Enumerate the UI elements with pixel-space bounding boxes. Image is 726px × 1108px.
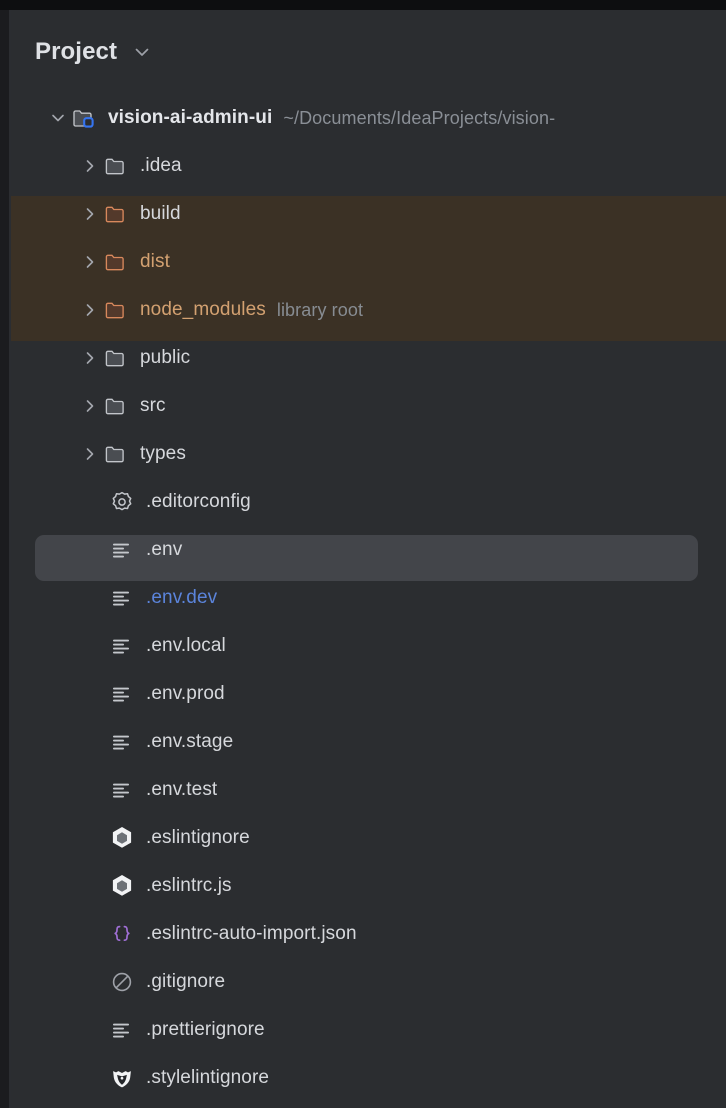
- tree-item-label: node_modules: [140, 299, 266, 320]
- tree-item-label: .env.dev: [146, 587, 218, 608]
- tree-item-label: build: [140, 203, 181, 224]
- tree-row-editorconfig[interactable]: .editorconfig: [11, 478, 726, 526]
- tree-row-public[interactable]: public: [11, 334, 726, 382]
- tree-row-root[interactable]: vision-ai-admin-ui ~/Documents/IdeaProje…: [11, 94, 726, 142]
- tree-row-eslintignore[interactable]: .eslintignore: [11, 814, 726, 862]
- tree-row-prettierignore[interactable]: .prettierignore: [11, 1006, 726, 1054]
- project-panel: Project: [11, 10, 726, 1108]
- tree-body: .idea build dist node_modules library root pu…: [11, 142, 726, 1102]
- tree-item-label: .env.stage: [146, 731, 234, 752]
- project-panel-header: Project: [11, 10, 726, 94]
- tree-row-env-local[interactable]: .env.local: [11, 622, 726, 670]
- json-icon: [109, 921, 135, 947]
- tree-row-eslintrc-js[interactable]: .eslintrc.js: [11, 862, 726, 910]
- chevron-down-icon[interactable]: [45, 105, 71, 131]
- tree-item-label: .stylelintignore: [146, 1067, 270, 1088]
- tree-row-dist[interactable]: dist: [11, 238, 726, 286]
- folder-excluded-icon: [103, 297, 129, 323]
- project-tree[interactable]: vision-ai-admin-ui ~/Documents/IdeaProje…: [11, 94, 726, 1102]
- eslint-icon: [109, 873, 135, 899]
- tree-item-label: .eslintignore: [146, 827, 250, 848]
- window-left-border: [9, 10, 11, 1108]
- chevron-right-icon[interactable]: [77, 345, 103, 371]
- tree-item-label: .env.test: [146, 779, 218, 800]
- tree-item-label: .env.prod: [146, 683, 225, 704]
- tree-row-env-stage[interactable]: .env.stage: [11, 718, 726, 766]
- gear-icon: [109, 489, 135, 515]
- folder-icon: [103, 441, 129, 467]
- tree-row-src[interactable]: src: [11, 382, 726, 430]
- tree-item-label: .gitignore: [146, 971, 226, 992]
- tree-item-label: .env.local: [146, 635, 226, 656]
- stylelint-icon: [109, 1065, 135, 1091]
- chevron-right-icon[interactable]: [77, 297, 103, 323]
- tree-item-hint: library root: [276, 299, 364, 320]
- chevron-right-icon[interactable]: [77, 393, 103, 419]
- tree-item-label: public: [140, 347, 191, 368]
- tree-row-gitignore[interactable]: .gitignore: [11, 958, 726, 1006]
- text-file-icon: [109, 777, 135, 803]
- text-file-icon: [109, 633, 135, 659]
- tree-item-label: .idea: [140, 155, 182, 176]
- tree-row-idea[interactable]: .idea: [11, 142, 726, 190]
- tree-row-stylelintignore[interactable]: .stylelintignore: [11, 1054, 726, 1102]
- window-left-gutter: [0, 10, 10, 1108]
- text-file-icon: [109, 1017, 135, 1043]
- tree-item-label: .eslintrc-auto-import.json: [146, 923, 357, 944]
- tree-row-env-dev[interactable]: .env.dev: [11, 574, 726, 622]
- selected-row-highlight: [35, 535, 698, 581]
- tree-item-label: dist: [140, 251, 170, 272]
- gitignore-icon: [109, 969, 135, 995]
- text-file-icon: [109, 537, 135, 563]
- chevron-right-icon[interactable]: [77, 249, 103, 275]
- tree-item-label: types: [140, 443, 186, 464]
- excluded-scope-band: [11, 196, 726, 341]
- tree-row-build[interactable]: build: [11, 190, 726, 238]
- folder-excluded-icon: [103, 201, 129, 227]
- tree-row-env[interactable]: .env: [11, 526, 726, 574]
- text-file-icon: [109, 729, 135, 755]
- tree-item-label: .prettierignore: [146, 1019, 265, 1040]
- folder-excluded-icon: [103, 249, 129, 275]
- tree-row-eslintrc-auto-import-json[interactable]: .eslintrc-auto-import.json: [11, 910, 726, 958]
- chevron-right-icon[interactable]: [77, 441, 103, 467]
- tree-root-label: vision-ai-admin-ui: [108, 107, 273, 128]
- eslint-icon: [109, 825, 135, 851]
- tree-item-label: .eslintrc.js: [146, 875, 232, 896]
- tree-row-env-test[interactable]: .env.test: [11, 766, 726, 814]
- tree-row-node-modules[interactable]: node_modules library root: [11, 286, 726, 334]
- tree-row-types[interactable]: types: [11, 430, 726, 478]
- text-file-icon: [109, 681, 135, 707]
- tree-root-path-hint: ~/Documents/IdeaProjects/vision-: [283, 107, 556, 128]
- text-file-icon: [109, 585, 135, 611]
- tree-row-env-prod[interactable]: .env.prod: [11, 670, 726, 718]
- tree-item-label: .editorconfig: [146, 491, 251, 512]
- tree-item-label: src: [140, 395, 166, 416]
- folder-icon: [103, 153, 129, 179]
- folder-icon: [103, 393, 129, 419]
- chevron-down-icon[interactable]: [131, 41, 153, 63]
- chevron-right-icon[interactable]: [77, 201, 103, 227]
- page-title: Project: [35, 38, 118, 65]
- window-top-strip: [0, 0, 726, 10]
- folder-icon: [103, 345, 129, 371]
- chevron-right-icon[interactable]: [77, 153, 103, 179]
- module-folder-icon: [71, 105, 97, 131]
- tree-item-label: .env: [146, 539, 183, 560]
